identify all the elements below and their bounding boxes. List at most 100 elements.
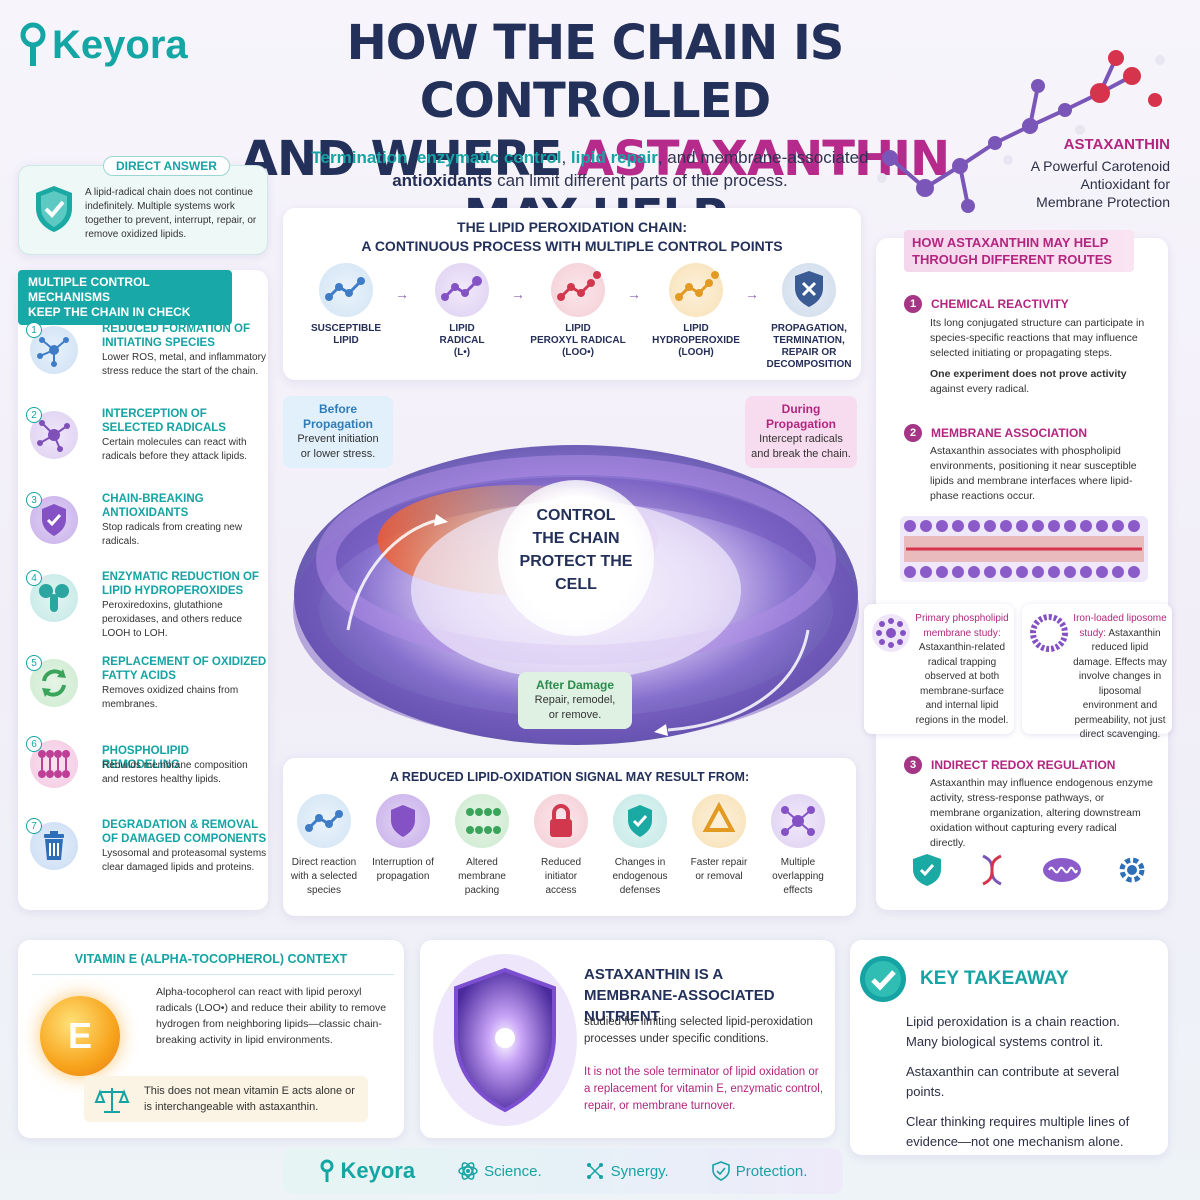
astaxanthin-note-heading: ASTAXANTHIN [1063, 136, 1170, 153]
phase-text: Prevent initiation [297, 433, 379, 445]
shield-check-icon [36, 186, 72, 232]
membrane-nutrient-warning: It is not the sole terminator of lipid o… [584, 1066, 824, 1112]
signal-label-line: species [307, 885, 341, 896]
mechanism-title: ENZYMATIC REDUCTION OF LIPID HYDROPEROXI… [102, 571, 259, 597]
key-takeaway-group: Lipid peroxidation is a chain reaction. M… [906, 1012, 1161, 1052]
chain-title-line: A CONTINUOUS PROCESS WITH MULTIPLE CONTR… [361, 238, 783, 254]
mechanisms-heading-line: MULTIPLE CONTROL MECHANISMS [28, 275, 150, 304]
footer-logo: Keyora [319, 1158, 415, 1184]
divider [32, 974, 394, 975]
route-note: One experiment does not prove activity ag… [930, 367, 1155, 397]
mechanism-desc: Removes oxidized chains from membranes. [102, 685, 239, 710]
signal-label-line: overlapping [772, 871, 824, 882]
phase-heading: After Damage [535, 678, 615, 692]
chain-step-line: (LOO•) [562, 347, 594, 358]
mechanism-desc: Certain molecules can react with radical… [102, 437, 248, 462]
balance-scale-icon [94, 1088, 130, 1113]
key-takeaway-line: Astaxanthin can contribute at several po… [906, 1064, 1120, 1099]
mechanisms-heading-line: KEEP THE CHAIN IN CHECK [28, 305, 191, 319]
synergy-icon [586, 1163, 603, 1179]
route-note-bold: One experiment does not prove activity [930, 368, 1127, 380]
shield-check-icon [613, 794, 667, 848]
route-number: 2 [904, 424, 922, 442]
mechanism-desc: Lower ROS, metal, and inflammatory stres… [102, 352, 266, 377]
phase-text: Intercept radicals [759, 433, 843, 445]
route-note-rest: against every radical. [930, 383, 1030, 395]
lipid-molecule-icon [319, 263, 373, 317]
molecule-icon [297, 794, 351, 848]
subtitle-membrane: , and membrane-associated [657, 148, 869, 167]
mechanism-title: REDUCED FORMATION OF INITIATING SPECIES [102, 323, 251, 349]
phase-text: or lower stress. [300, 448, 376, 460]
membrane-sphere-icon [872, 614, 910, 652]
phase-text: Repair, remodel, [534, 694, 616, 706]
key-takeaway-line: Lipid peroxidation is a chain reaction. [906, 1014, 1120, 1029]
signal-label-line: or removal [695, 871, 743, 882]
mechanism-title: DEGRADATION & REMOVAL OF DAMAGED COMPONE… [102, 819, 267, 845]
key-takeaway-lines: Lipid peroxidation is a chain reaction. M… [906, 1012, 1161, 1162]
phase-after-card: After Damage Repair, remodel, or remove. [518, 672, 632, 729]
phase-heading: During [781, 402, 821, 416]
phase-text: and break the chain. [751, 448, 851, 460]
mechanism-title: PHOSPHOLIPID REMODELING [102, 745, 189, 771]
reduced-signal-card: A REDUCED LIPID-OXIDATION SIGNAL MAY RES… [283, 758, 856, 916]
arrow-right-icon: → [395, 286, 409, 302]
astaxanthin-routes-card: HOW ASTAXANTHIN MAY HELP THROUGH DIFFERE… [876, 230, 1168, 910]
ring-center-line: PROTECT THE CELL [519, 553, 633, 593]
subtitle-rest: can limit different parts of thie proces… [492, 171, 788, 190]
mechanism-desc: Peroxiredoxins, glutathione peroxidases,… [102, 600, 243, 639]
chain-title: THE LIPID PEROXIDATION CHAIN: A CONTINUO… [283, 218, 861, 256]
study-text: Iron-loaded liposome study: Astaxanthin … [1072, 612, 1168, 743]
mechanism-title: CHAIN-BREAKING ANTIOXIDANTS [102, 493, 204, 519]
chain-step-line: LIPID [683, 323, 709, 334]
chain-step-line: (LOOH) [678, 347, 714, 358]
ring-center-line: CONTROL [536, 507, 616, 524]
vitamin-e-card: VITAMIN E (ALPHA-TOCOPHEROL) CONTEXT E A… [18, 940, 404, 1138]
route-title: CHEMICAL REACTIVITY [931, 297, 1069, 311]
signal-label-line: Multiple [780, 857, 816, 868]
lipid-radical-icon [435, 263, 489, 317]
route-text: Its long conjugated structure can partic… [930, 317, 1145, 359]
study-heading: membrane study: [923, 627, 1001, 639]
vitamin-e-note: This does not mean vitamin E acts alone … [84, 1076, 368, 1122]
membrane-nutrient-heading-line: MEMBRANE-ASSOCIATED NUTRIENT [584, 987, 775, 1025]
vitamin-e-text: Alpha-tocopherol can react with lipid pe… [156, 986, 387, 1046]
study-body: Astaxanthin-related radical trapping obs… [915, 642, 1009, 726]
mechanism-item: 1 REDUCED FORMATION OF INITIATING SPECIE… [26, 322, 266, 398]
routes-heading-line: HOW ASTAXANTHIN MAY HELP [912, 235, 1109, 250]
dna-icon [982, 854, 1003, 886]
vitamin-e-note-text: This does not mean vitamin E acts alone … [144, 1085, 355, 1113]
membrane-bilayer-illustration [900, 516, 1148, 582]
peroxidation-chain-card: THE LIPID PEROXIDATION CHAIN: A CONTINUO… [283, 208, 861, 380]
key-takeaway-line: Many biological systems control it. [906, 1034, 1104, 1049]
astaxanthin-note-line: A Powerful Carotenoid [1030, 158, 1170, 174]
arrow-right-icon: → [745, 286, 759, 302]
signal-title: A REDUCED LIPID-OXIDATION SIGNAL MAY RES… [389, 770, 750, 784]
key-logo-icon [320, 1159, 333, 1182]
signal-label-line: endogenous [612, 871, 668, 882]
signal-label-line: with a selected [290, 871, 358, 882]
route-title: MEMBRANE ASSOCIATION [931, 426, 1087, 440]
peroxyl-radical-icon [551, 263, 605, 317]
route3-icon-row [910, 852, 1150, 888]
phase-before-card: Before Propagation Prevent initiation or… [283, 396, 393, 468]
direct-answer-text: A lipid-radical chain does not continue … [85, 187, 257, 240]
route-title: INDIRECT REDOX REGULATION [931, 758, 1116, 772]
title-line-2-pre: AND WHERE [240, 131, 578, 187]
signal-label-line: Reduced [540, 857, 582, 868]
footer-science: Science. [458, 1161, 542, 1181]
mechanism-number: 5 [26, 655, 42, 671]
mechanism-item: 5 REPLACEMENT OF OXIDIZED FATTY ACIDS Re… [26, 655, 266, 731]
signal-label-line: access [545, 885, 577, 896]
footer-label: Protection. [735, 1162, 808, 1180]
